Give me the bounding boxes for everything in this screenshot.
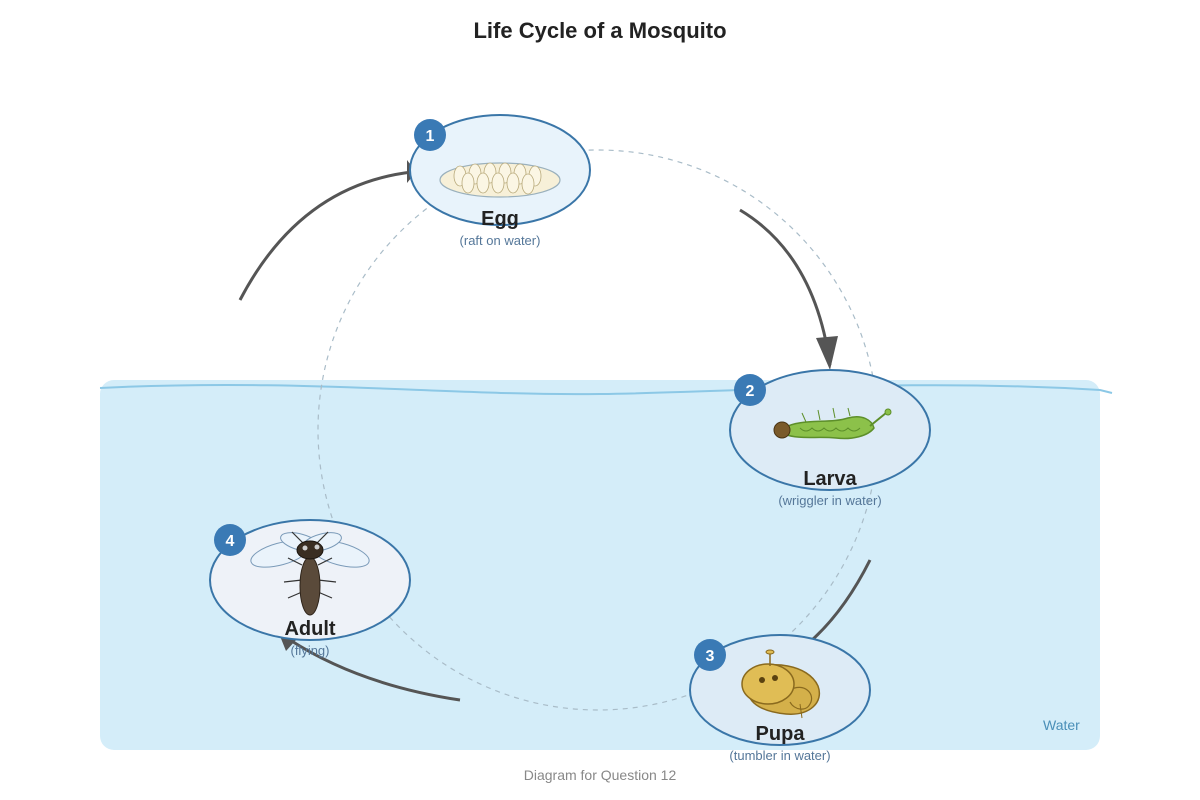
water-surface-line: [99, 383, 1113, 396]
stage-adult: Adult (flying) 4: [209, 519, 411, 658]
stage-pupa-name: Pupa: [756, 723, 806, 745]
stage-adult-name: Adult: [284, 618, 335, 640]
stage-larva-description: (wriggler in water): [778, 493, 881, 508]
water-label: Water: [1043, 717, 1080, 733]
arrow-egg-to-larva-head: [816, 336, 838, 370]
larva-icon: [773, 407, 892, 440]
stage-egg: Egg (raft on water) 1: [409, 114, 591, 248]
stage-pupa-badge: 3: [694, 639, 726, 671]
stage-larva-name: Larva: [803, 468, 857, 490]
mosquito-icon: [250, 531, 370, 616]
diagram-title: Life Cycle of a Mosquito: [473, 18, 727, 43]
stage-pupa-number: 3: [706, 648, 715, 665]
arrow-egg-to-larva: [739, 208, 832, 366]
stage-adult-number: 4: [226, 533, 235, 550]
stage-adult-description: (flying): [290, 643, 329, 658]
egg-raft-icon: [439, 162, 561, 198]
stage-egg-name: Egg: [481, 208, 519, 230]
stage-pupa-description: (tumbler in water): [729, 748, 830, 763]
stage-egg-description: (raft on water): [460, 233, 541, 248]
stage-egg-number: 1: [426, 128, 435, 145]
arrow-pupa-to-adult: [289, 638, 461, 702]
stage-pupa: Pupa (tumbler in water) 3: [689, 634, 871, 763]
stage-adult-badge: 4: [214, 524, 246, 556]
arrow-larva-to-pupa: [810, 559, 872, 642]
stage-egg-badge: 1: [414, 119, 446, 151]
stage-larva-badge: 2: [734, 374, 766, 406]
pupa-icon: [741, 649, 821, 719]
stage-larva-number: 2: [746, 383, 755, 400]
arrow-adult-to-egg: [238, 170, 413, 301]
diagram-caption: Diagram for Question 12: [523, 767, 677, 783]
stage-larva: Larva (wriggler in water) 2: [729, 369, 931, 508]
